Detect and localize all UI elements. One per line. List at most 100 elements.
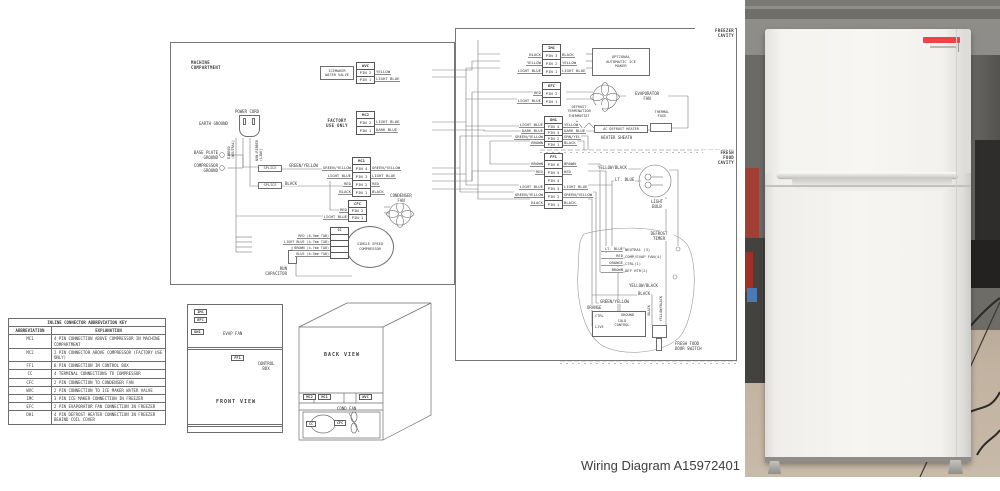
cond-fan-label: COND FAN bbox=[337, 406, 357, 411]
connector-cc: RED (6.3mm TAB)LIGHT BLUE (4.7mm TAB)BRO… bbox=[248, 227, 349, 259]
fresh-food-door-switch-label: FRESH FOOD DOOR SWITCH bbox=[674, 341, 703, 351]
run-capacitor-box bbox=[288, 250, 297, 264]
key-table-col-abbreviation: ABBREVIATION bbox=[8, 326, 52, 336]
back-view-outline bbox=[298, 302, 432, 441]
black-door-label: BLACK bbox=[647, 305, 651, 316]
freezer-door bbox=[765, 29, 971, 173]
leveling-foot-right bbox=[948, 460, 963, 474]
door-handle bbox=[777, 172, 958, 178]
freezer-cavity-label: FREEZER CAVITY bbox=[695, 28, 735, 38]
brand-logo-tick bbox=[958, 43, 959, 52]
ac-defrost-heater-box: AC DEFROST HEATER bbox=[594, 125, 648, 133]
control-box-label: CONTROL BOX bbox=[252, 361, 280, 371]
thermal-fuse-box bbox=[650, 123, 672, 132]
thermal-fuse-label: THERMAL FUSE bbox=[646, 110, 678, 119]
key-table-title: INLINE CONNECTOR ABBREVIATION KEY bbox=[8, 317, 166, 328]
evaporator-fan-label: EVAPORATOR FAN bbox=[626, 91, 668, 101]
cold-control-label: COLD CONTROL bbox=[609, 319, 635, 327]
machine-compartment-box bbox=[170, 42, 455, 285]
door-gap-line bbox=[765, 185, 971, 187]
left-red-canister bbox=[745, 252, 753, 292]
brand-sticker bbox=[923, 37, 960, 43]
black-timer-label: BLACK bbox=[637, 291, 652, 296]
ceiling-beam-2 bbox=[745, 9, 1000, 19]
splice-box-1: SPLICE bbox=[258, 165, 282, 172]
fresh-food-cavity-label: FRESH FOOD CAVITY bbox=[703, 150, 735, 165]
back-view-mc2-tag: MC2 bbox=[303, 394, 316, 400]
front-view-bottom-divider bbox=[187, 424, 283, 427]
lt-blue-bulb-label: LT. BLUE bbox=[614, 177, 636, 182]
green-yellow-control-label: GREEN/YELLOW bbox=[599, 299, 630, 304]
condenser-fan-icon bbox=[386, 200, 414, 228]
refrigerator bbox=[765, 29, 971, 462]
defrost-termination-thermostat-label: DEFROST TERMINATION THERMOSTAT bbox=[556, 105, 602, 119]
light-bulb-label: LIGHT BULB bbox=[645, 199, 669, 209]
abbreviation-key-table: INLINE CONNECTOR ABBREVIATION KEY ABBREV… bbox=[8, 317, 166, 425]
product-photo bbox=[745, 0, 1000, 477]
live-terminal-label: LIVE bbox=[595, 325, 604, 329]
handle-recess bbox=[792, 178, 952, 191]
black-wire-label: BLACK bbox=[284, 181, 299, 186]
cabinet-section-box bbox=[455, 28, 737, 361]
left-red-post bbox=[745, 168, 759, 238]
optional-ice-maker-box: OPTIONAL AUTOMATIC ICE MAKER bbox=[592, 48, 650, 76]
front-view-imc-tag: IMC bbox=[194, 309, 207, 315]
front-view-ff1-tag: FF1 bbox=[231, 355, 244, 361]
ctrl-terminal-label: CTRL bbox=[595, 314, 604, 318]
light-bulb-icon bbox=[638, 164, 672, 198]
icemaker-water-valve-box: ICEMAKER WATER VALVE bbox=[320, 66, 354, 80]
defrost-timer-label: DEFROST TIMER bbox=[644, 231, 674, 241]
ribbed-neutral-label: RIBBED (NEUTRAL) bbox=[227, 140, 235, 159]
evap-fan-label: EVAP FAN bbox=[222, 331, 244, 336]
condenser-fan-label: CONDENSER FAN bbox=[382, 193, 420, 203]
front-view-divider bbox=[187, 347, 283, 350]
orange-control-label: ORANGE bbox=[586, 305, 603, 310]
right-doorway-shadow bbox=[975, 140, 1000, 240]
earth-ground-label: EARTH GROUND bbox=[198, 121, 229, 126]
base-plate-ground-label: BASE PLATE GROUND bbox=[185, 150, 219, 160]
back-view-wvc-tag: WVC bbox=[359, 394, 372, 400]
left-blue-item bbox=[747, 288, 757, 302]
heater-sheath-label: HEATER SHEATH bbox=[600, 135, 634, 140]
non-ribbed-line-label: NON-RIBBED (LINE) bbox=[255, 140, 263, 162]
machine-compartment-label: MACHINE COMPARTMENT bbox=[190, 60, 222, 70]
cold-control-box: CTRL GROUND LIVE COLD CONTROL bbox=[592, 311, 646, 337]
back-view-mc1-tag: MC1 bbox=[318, 394, 331, 400]
power-cord-label: POWER CORD bbox=[234, 109, 261, 114]
key-table-col-explanation: EXPLANATION bbox=[51, 326, 166, 336]
back-view-cfc-tag: CFC bbox=[334, 420, 346, 426]
brand-logo-text bbox=[930, 46, 956, 48]
door-switch-stem bbox=[656, 338, 662, 351]
door-switch-box bbox=[652, 325, 667, 338]
green-yellow-wire-label: GREEN/YELLOW bbox=[288, 163, 319, 168]
cabinet-side-line bbox=[956, 29, 957, 462]
back-view-label: BACK VIEW bbox=[323, 352, 361, 358]
plug-prong-left bbox=[243, 118, 246, 125]
front-view-efc-tag: EFC bbox=[194, 317, 207, 323]
yellow-black-bulb-label: YELLOW/BLACK bbox=[597, 165, 628, 170]
compressor-shape: SINGLE SPEED COMPRESSOR bbox=[346, 226, 394, 268]
caption: Wiring Diagram A15972401 bbox=[581, 458, 740, 473]
front-view-dh1-tag: DH1 bbox=[191, 329, 204, 335]
